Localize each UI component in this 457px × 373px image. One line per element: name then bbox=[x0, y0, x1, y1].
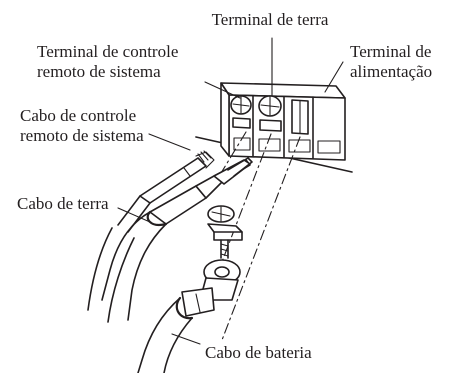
label-battery-cable: Cabo de bateria bbox=[205, 343, 312, 363]
label-remote-terminal-line2: remoto de sistema bbox=[37, 62, 161, 81]
leader-lines bbox=[117, 37, 344, 345]
battery-cable bbox=[137, 259, 241, 373]
label-remote-terminal-line1: Terminal de controle bbox=[37, 42, 179, 61]
label-ground-terminal-text: Terminal de terra bbox=[211, 10, 329, 29]
terminal-block bbox=[220, 82, 346, 161]
label-power-terminal-line2: alimentação bbox=[350, 62, 433, 81]
label-ground-cable-text: Cabo de terra bbox=[17, 194, 109, 213]
label-remote-terminal: Terminal de controle remoto de sistema bbox=[37, 42, 178, 82]
battery-terminal-screw bbox=[207, 205, 243, 259]
label-remote-cable-line2: remoto de sistema bbox=[20, 126, 144, 145]
alignment-lines bbox=[214, 131, 301, 341]
label-remote-cable: Cabo de controle remoto de sistema bbox=[20, 106, 144, 146]
label-power-terminal: Terminal de alimentação bbox=[350, 42, 432, 82]
terminal-screw-power bbox=[291, 99, 309, 135]
remote-control-cable bbox=[117, 150, 215, 233]
terminal-screw-remote bbox=[230, 95, 252, 129]
label-power-terminal-line1: Terminal de bbox=[350, 42, 432, 61]
ground-cable bbox=[101, 157, 253, 321]
label-ground-terminal: Terminal de terra bbox=[190, 10, 350, 30]
label-battery-cable-text: Cabo de bateria bbox=[205, 343, 312, 362]
terminal-screw-ground bbox=[258, 95, 282, 132]
label-remote-cable-line1: Cabo de controle bbox=[20, 106, 137, 125]
outer-cable bbox=[87, 227, 135, 323]
label-ground-cable: Cabo de terra bbox=[17, 194, 109, 214]
